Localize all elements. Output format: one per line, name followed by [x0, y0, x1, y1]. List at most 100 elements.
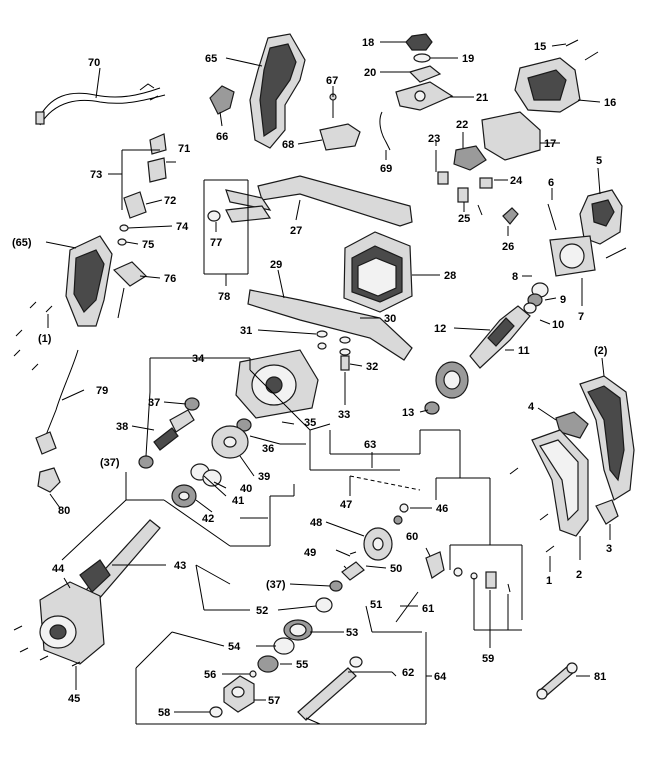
label-3: 3 [606, 543, 612, 555]
part-52-ring [315, 597, 333, 613]
label-59: 59 [482, 653, 494, 665]
label-60: 60 [406, 531, 418, 543]
part-54-ring [273, 637, 295, 655]
label-49: 49 [304, 547, 316, 559]
label-41: 41 [232, 495, 244, 507]
label-66: 66 [216, 131, 228, 143]
part-35-pin [281, 421, 295, 425]
part-49-pin [335, 549, 351, 557]
part-69-wire [379, 111, 391, 151]
label-2: 2 [576, 569, 582, 581]
part-39-gear [211, 425, 249, 459]
label-70: 70 [88, 57, 100, 69]
part-46 [393, 515, 403, 525]
part-47 [399, 503, 409, 513]
label-16: 16 [604, 97, 616, 109]
part-44-gear-housing [39, 581, 105, 665]
label-28: 28 [444, 270, 456, 282]
part-37b-bearing [138, 455, 154, 469]
label-45: 45 [68, 693, 80, 705]
label-8: 8 [512, 271, 518, 283]
label-47: 47 [340, 499, 352, 511]
label-56: 56 [204, 669, 216, 681]
part-66 [209, 85, 235, 115]
label-4: 4 [528, 401, 535, 413]
part-65b-handle-half [65, 235, 113, 327]
label-23: 23 [428, 133, 440, 145]
part-7-plate [549, 235, 627, 277]
part-70-wire-harness [35, 83, 166, 126]
label-72: 72 [164, 195, 176, 207]
label-6: 6 [548, 177, 554, 189]
part-67-screw [329, 93, 337, 118]
label-17: 17 [544, 138, 556, 150]
label-21: 21 [476, 92, 488, 104]
part-45-screws [13, 625, 81, 667]
parts-5-6-field [547, 189, 623, 245]
part-34-fan-housing [235, 349, 319, 419]
parts-71-76 [112, 133, 167, 319]
label-35: 35 [304, 417, 316, 429]
label-44: 44 [52, 563, 65, 575]
part-41-ring [202, 469, 222, 487]
label-39: 39 [258, 471, 270, 483]
part-labels: 70 65 66 67 68 69 18 19 20 21 15 16 17 2… [12, 37, 616, 719]
part-2b-handle [579, 375, 635, 501]
part-10-ring [523, 302, 537, 314]
part-3 [595, 499, 619, 525]
label-37: 37 [148, 397, 160, 409]
part-60 [425, 551, 445, 579]
label-48: 48 [310, 517, 322, 529]
label-58: 58 [158, 707, 170, 719]
label-42: 42 [202, 513, 214, 525]
part-29-30-crossbar [247, 289, 413, 361]
part-illustrations [13, 33, 635, 721]
part-26 [502, 207, 519, 225]
parts-23-25-brush [435, 150, 493, 216]
part-55 [257, 655, 279, 673]
label-57: 57 [268, 695, 280, 707]
part-42-bearing-hole [178, 491, 190, 501]
label-7: 7 [578, 311, 584, 323]
label-51: 51 [370, 599, 382, 611]
label-9: 9 [560, 294, 566, 306]
label-78: 78 [218, 291, 230, 303]
label-20: 20 [364, 67, 376, 79]
label-31: 31 [240, 325, 252, 337]
label-80: 80 [58, 505, 70, 517]
label-2p: (2) [594, 345, 608, 357]
part-37c-bearing [329, 580, 343, 592]
part-28-housing [343, 231, 413, 313]
part-37-bearing [184, 397, 200, 411]
part-57 [223, 675, 255, 713]
label-65: 65 [205, 53, 217, 65]
label-63: 63 [364, 439, 376, 451]
label-75: 75 [142, 239, 154, 251]
label-62: 62 [402, 667, 414, 679]
label-25: 25 [458, 213, 470, 225]
label-64: 64 [434, 671, 447, 683]
label-32: 32 [366, 361, 378, 373]
part-62 [297, 656, 363, 721]
label-53: 53 [346, 627, 358, 639]
part-81-wrench [536, 662, 578, 700]
part-36 [236, 418, 252, 432]
label-29: 29 [270, 259, 282, 271]
label-61: 61 [422, 603, 434, 615]
label-1: 1 [546, 575, 552, 587]
part-13 [424, 401, 440, 415]
label-46: 46 [436, 503, 448, 515]
label-77: 77 [210, 237, 222, 249]
label-34: 34 [192, 353, 205, 365]
parts-31-33-fasteners [316, 330, 351, 371]
part-68 [319, 123, 361, 151]
label-67: 67 [326, 75, 338, 87]
label-33: 33 [338, 409, 350, 421]
label-37p: (37) [100, 457, 120, 469]
part-61-rod [395, 591, 419, 623]
label-68: 68 [282, 139, 294, 151]
label-81: 81 [594, 671, 606, 683]
part-17 [481, 111, 541, 161]
label-10: 10 [552, 319, 564, 331]
part-65-handle-half [249, 33, 306, 149]
